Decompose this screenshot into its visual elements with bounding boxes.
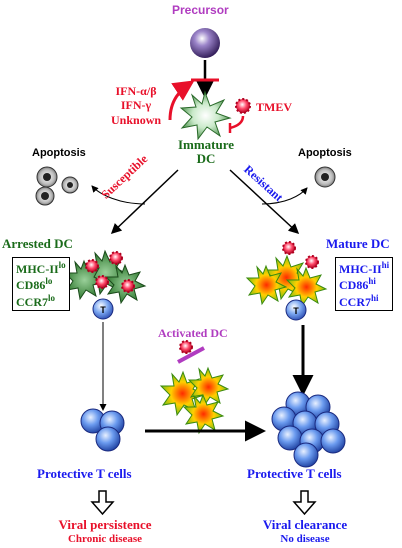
activated-dc-label: Activated DC — [158, 326, 228, 340]
activated-dc-cluster — [159, 340, 230, 435]
immature-dc — [179, 90, 232, 141]
mhc-bar — [177, 346, 205, 364]
apoptosis-right-label: Apoptosis — [298, 147, 352, 159]
precursor-cell — [190, 28, 220, 58]
precursor-label: Precursor — [172, 3, 229, 17]
apoptotic-cells-left — [35, 166, 79, 206]
protective-left-label: Protective T cells — [37, 466, 132, 481]
inhibitor-ifn-ab: IFN-α/β — [115, 84, 157, 98]
outcome-right-title: Viral clearance — [262, 517, 348, 532]
marker-right-cd86: CD86hi — [339, 276, 376, 293]
marker-right-mhc: MHC-IIhi — [339, 260, 390, 276]
outcome-left-sub: Chronic disease — [67, 532, 143, 545]
outcome-right: Viral clearance No disease — [230, 517, 380, 546]
apoptosis-left-arrow — [91, 185, 146, 205]
immature-dc-label: Immature DC — [174, 137, 238, 167]
outcome-left-title: Viral persistence — [58, 517, 152, 532]
mature-dc-cluster — [245, 241, 328, 308]
t-cell-cluster-right — [271, 391, 346, 468]
inhibitor-list: IFN-α/β IFN-γ Unknown — [111, 84, 161, 127]
inhibitor-ifn-g: IFN-γ — [120, 98, 152, 113]
t-cell-left-label: T — [100, 305, 106, 315]
ifn-arrow — [168, 80, 195, 121]
arrested-dc-label: Arrested DC — [2, 236, 73, 251]
marker-left-cd86: CD86lo — [16, 276, 53, 293]
t-cell-right: T — [285, 299, 307, 321]
apoptosis-right-arrow — [261, 187, 308, 205]
tmev-virus — [235, 98, 251, 114]
outcome-left: Viral persistence Chronic disease — [30, 517, 180, 546]
markers-right-box: MHC-IIhi CD86hi CCR7hi — [335, 257, 394, 312]
t-cell-right-label: T — [293, 306, 299, 316]
outcome-right-sub: No disease — [280, 532, 330, 545]
protective-right-label: Protective T cells — [247, 466, 342, 481]
arrested-dc-cluster — [63, 249, 147, 305]
immature-line-1: Immature — [177, 137, 235, 152]
t-cell-cluster-left — [80, 408, 125, 452]
outcome-left-arrow — [90, 490, 115, 516]
inhibitor-unknown: Unknown — [111, 112, 162, 127]
mature-dc-label: Mature DC — [326, 236, 390, 251]
t-cell-left: T — [92, 298, 114, 320]
marker-left-mhc: MHC-IIlo — [16, 260, 66, 276]
apoptotic-cell-right — [314, 166, 336, 188]
resistant-arrow — [229, 169, 300, 235]
tmev-label: TMEV — [256, 100, 292, 114]
immature-line-2: DC — [196, 151, 216, 167]
susceptible-arrow — [110, 169, 179, 235]
marker-left-ccr7: CCR7lo — [16, 292, 56, 309]
marker-right-ccr7: CCR7hi — [339, 292, 379, 309]
markers-left-box: MHC-IIlo CD86lo CCR7lo — [12, 257, 70, 312]
apoptosis-left-label: Apoptosis — [32, 147, 86, 159]
outcome-right-arrow — [292, 490, 317, 516]
tmev-arrow — [229, 115, 245, 130]
